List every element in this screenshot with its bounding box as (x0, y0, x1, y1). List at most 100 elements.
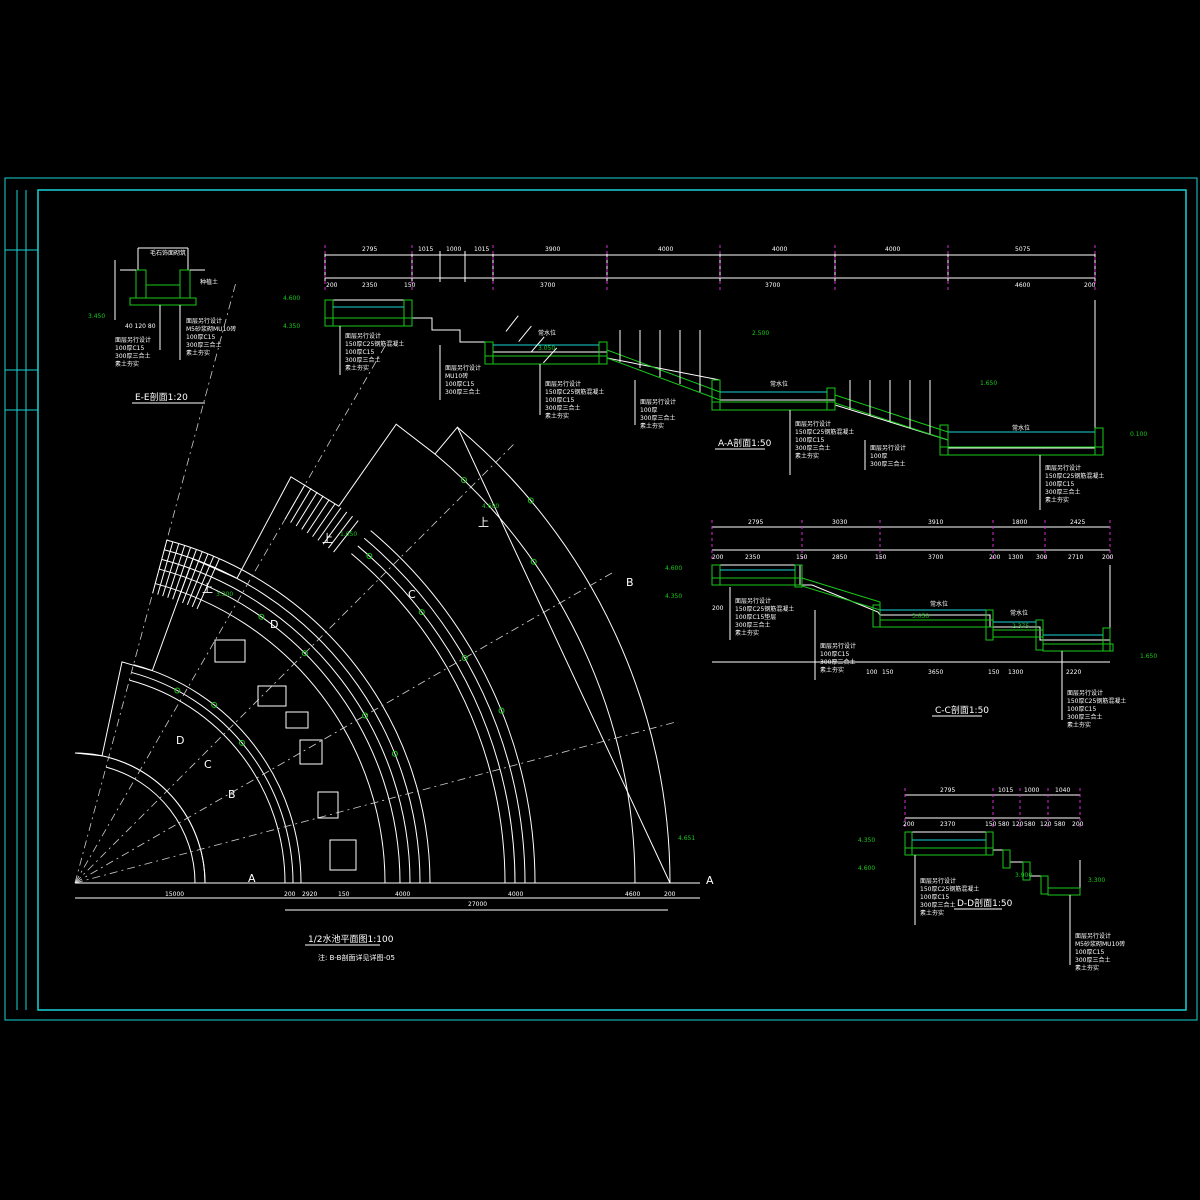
cc-dim: 150 (796, 554, 808, 561)
svg-text:300厚三合土: 300厚三合土 (345, 356, 380, 364)
svg-text:面层另行设计: 面层另行设计 (820, 642, 856, 650)
cc-dim: 300 (1036, 554, 1048, 561)
dd-dim: 2795 (940, 787, 955, 794)
plan-node-marker (527, 497, 534, 504)
plan-total-dim: 27000 (468, 901, 487, 908)
plan-stair-tread (312, 503, 336, 537)
aa-dim: 1000 (446, 246, 461, 253)
section-mark-a: A (706, 874, 714, 887)
cc-dim: 3910 (928, 519, 943, 526)
cc-dim: 2220 (1066, 669, 1081, 676)
plan-stair-tread (186, 553, 209, 606)
plan-detail-box (257, 685, 287, 707)
plan-segment-dim: 4000 (395, 891, 410, 898)
svg-text:150厚C25钢筋混凝土: 150厚C25钢筋混凝土 (795, 428, 854, 436)
dd-dim: 150 (985, 821, 997, 828)
svg-text:300厚三合土: 300厚三合土 (870, 460, 905, 468)
cc-dim: 2425 (1070, 519, 1085, 526)
plan-elevation: 3.300 (216, 591, 233, 598)
svg-text:M5砂浆砌MU10砖: M5砂浆砌MU10砖 (186, 325, 236, 333)
plan-arc (108, 756, 206, 884)
plan-stair-tread (172, 547, 192, 600)
svg-text:100厚: 100厚 (640, 407, 657, 414)
svg-text:面层另行设计: 面层另行设计 (640, 398, 676, 406)
svg-text:常水位: 常水位 (770, 380, 788, 388)
svg-text:150厚C25钢筋混凝土: 150厚C25钢筋混凝土 (345, 340, 404, 348)
cc-dim: 3650 (928, 669, 943, 676)
svg-text:素土夯实: 素土夯实 (640, 422, 664, 430)
svg-text:素土夯实: 素土夯实 (1075, 964, 1099, 972)
svg-text:300厚三合土: 300厚三合土 (920, 901, 955, 909)
cc-dim: 2710 (1068, 554, 1083, 561)
plan-stair-tread (177, 549, 197, 602)
svg-text:300厚三合土: 300厚三合土 (115, 352, 150, 360)
svg-text:300厚三合土: 300厚三合土 (820, 658, 855, 666)
plan-node-marker (301, 650, 308, 657)
svg-text:面层另行设计: 面层另行设计 (186, 317, 222, 325)
plan-stair-tread (543, 347, 558, 364)
up-arrow-label: 上 (202, 582, 213, 595)
section-aa-dimensions: 2795 1015 1000 1015 3900 4000 4000 4000 … (283, 246, 1147, 438)
plan-stair-tread (295, 491, 318, 527)
plan-arc (351, 553, 506, 884)
dd-elevation: 4.600 (858, 865, 875, 872)
plan-arc (166, 539, 431, 884)
svg-text:素土夯实: 素土夯实 (920, 909, 944, 917)
section-mark-d: D (270, 618, 278, 631)
dd-dim: 200 (903, 821, 915, 828)
svg-text:素土夯实: 素土夯实 (1045, 496, 1069, 504)
svg-text:种植土: 种植土 (200, 278, 218, 286)
svg-text:面层另行设计: 面层另行设计 (115, 336, 151, 344)
dd-dim: 120 (1040, 821, 1052, 828)
cc-dim: 3700 (928, 554, 943, 561)
up-arrow-label: 上 (322, 532, 333, 545)
plan-stair-tread (530, 336, 545, 353)
svg-text:300厚三合土: 300厚三合土 (795, 444, 830, 452)
cc-dim: 2850 (832, 554, 847, 561)
svg-text:150厚C25钢筋混凝土: 150厚C25钢筋混凝土 (545, 388, 604, 396)
plan-arc (158, 568, 401, 884)
plan-title: 1/2水池平面图1:100 (308, 933, 394, 945)
svg-text:100厚C15: 100厚C15 (795, 437, 824, 444)
svg-text:100厚C15: 100厚C15 (445, 381, 474, 388)
aa-elevation: 4.350 (283, 323, 300, 330)
plan-stair-tread (167, 545, 186, 598)
plan-arc (164, 549, 421, 884)
section-aa-drawing: 面层另行设计 150厚C25钢筋混凝土 100厚C15 300厚三合土 素土夯实… (324, 245, 1104, 510)
plan-stair-tread (322, 511, 348, 545)
section-cc-drawing: 面层另行设计 150厚C25钢筋混凝土 100厚C15垫层 300厚三合土 素土… (711, 520, 1126, 729)
svg-text:150厚C25钢筋混凝土: 150厚C25钢筋混凝土 (920, 885, 979, 893)
cc-dim: 1300 (1008, 554, 1023, 561)
cc-dim: 150 (875, 554, 887, 561)
aa-elevation: 0.100 (1130, 431, 1147, 438)
svg-text:面层另行设计: 面层另行设计 (870, 444, 906, 452)
section-ee-title: E-E剖面1:20 (135, 391, 188, 403)
plan-detail-box (329, 839, 357, 871)
plan-radial-axis (74, 345, 386, 884)
dd-dim: 580 (1024, 821, 1036, 828)
svg-text:40 120 80: 40 120 80 (125, 323, 156, 330)
section-dd-title: D-D剖面1:50 (957, 897, 1013, 909)
svg-text:100厚C15垫层: 100厚C15垫层 (735, 613, 776, 621)
dd-elevation: 3.300 (1088, 877, 1105, 884)
plan-stair-tread (301, 495, 324, 530)
svg-text:100厚: 100厚 (870, 453, 887, 460)
svg-text:100厚C15: 100厚C15 (1045, 481, 1074, 488)
plan-node-marker (238, 739, 245, 746)
plan-detail-box (317, 791, 339, 819)
section-cc-title: C-C剖面1:50 (935, 704, 989, 716)
svg-text:面层另行设计: 面层另行设计 (445, 364, 481, 372)
svg-text:MU10砖: MU10砖 (445, 372, 468, 380)
svg-text:M5砂浆砌MU10砖: M5砂浆砌MU10砖 (1075, 940, 1125, 948)
plan-arc (133, 664, 302, 884)
dd-dim: 580 (998, 821, 1010, 828)
dd-dim: 120 (1012, 821, 1024, 828)
plan-arc (370, 530, 536, 884)
svg-text:面层另行设计: 面层另行设计 (920, 877, 956, 885)
plan-radial-axis (74, 444, 514, 884)
svg-text:100厚C15: 100厚C15 (115, 345, 144, 352)
plan-elevation: 1.650 (340, 531, 357, 538)
aa-dim: 4000 (772, 246, 787, 253)
svg-text:300厚三合土: 300厚三合土 (1075, 956, 1110, 964)
plan-segment-dim: 200 (664, 891, 676, 898)
